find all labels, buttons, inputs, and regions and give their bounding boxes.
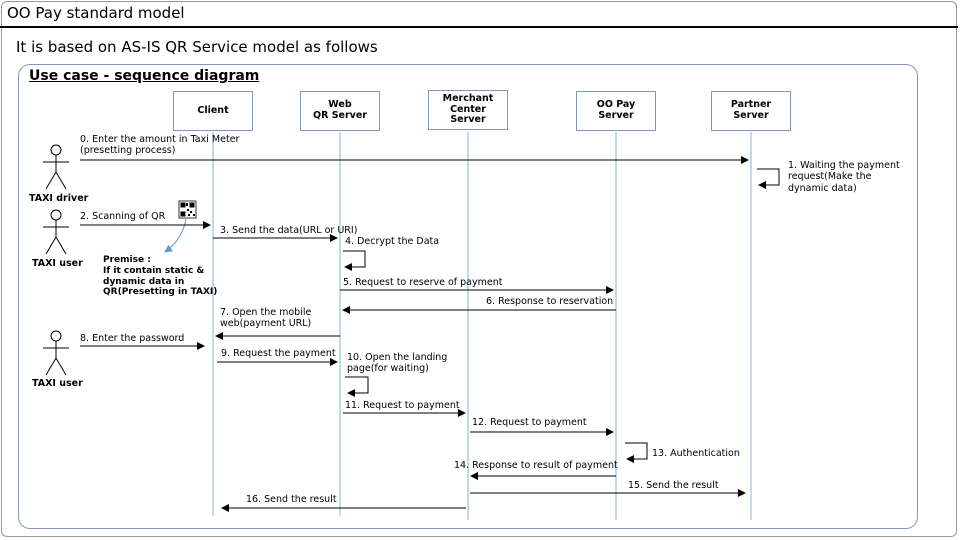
slide-subtitle: It is based on AS-IS QR Service model as… (16, 38, 378, 56)
msg-label-9: 9. Request the payment (221, 348, 336, 359)
actor-taxi-driver-icon (43, 144, 69, 190)
msg-label-7: 7. Open the mobile web(payment URL) (220, 307, 312, 330)
msg-label-15: 15. Send the result (628, 480, 719, 491)
msg-label-2: 2. Scanning of QR (80, 211, 166, 222)
msg-label-1: 1. Waiting the payment request(Make the … (788, 160, 900, 194)
diagram-title: Use case - sequence diagram (29, 68, 260, 84)
msg-label-10: 10. Open the landing page(for waiting) (347, 352, 448, 375)
slide-title: OO Pay standard model (7, 4, 185, 22)
arrow-msg-13 (625, 442, 648, 463)
arrow-msg-10 (345, 376, 369, 397)
actor-taxi-user-2-icon (43, 330, 69, 376)
msg-label-4: 4. Decrypt the Data (345, 236, 440, 247)
msg-label-12: 12. Request to payment (472, 417, 587, 428)
lifeline-box-oopay-server: OO Pay Server (576, 91, 656, 131)
actor-taxi-user-icon (43, 209, 69, 255)
diagram-panel (18, 64, 918, 529)
lifeline-box-merchant-center-server: Merchant Center Server (428, 90, 508, 130)
actor-label-taxi-user-2: TAXI user (32, 378, 83, 389)
premise-callout-arrow (164, 218, 187, 253)
msg-label-3: 3. Send the data(URL or URI) (220, 225, 358, 236)
msg-label-14: 14. Response to result of payment (454, 460, 618, 471)
title-bar: OO Pay standard model (0, 0, 958, 28)
arrow-msg-4 (343, 250, 366, 271)
actor-label-taxi-driver: TAXI driver (29, 193, 89, 204)
qr-code-icon (178, 200, 197, 219)
lifeline-box-partner-server: Partner Server (711, 91, 791, 131)
msg-label-5: 5. Request to reserve of payment (343, 277, 503, 288)
arrow-msg-1 (757, 168, 780, 189)
actor-label-taxi-user: TAXI user (32, 258, 83, 269)
msg-label-13: 13. Authentication (652, 448, 740, 459)
msg-label-8: 8. Enter the password (80, 333, 185, 344)
msg-label-6: 6. Response to reservation (486, 296, 614, 307)
lifeline-box-client: Client (173, 91, 253, 131)
premise-note: Premise : If it contain static & dynamic… (103, 255, 218, 298)
msg-label-16: 16. Send the result (246, 494, 337, 505)
lifeline-box-web-qr-server: Web QR Server (300, 91, 380, 131)
msg-label-0: 0. Enter the amount in Taxi Meter (prese… (80, 134, 240, 157)
msg-label-11: 11. Request to payment (345, 400, 460, 411)
